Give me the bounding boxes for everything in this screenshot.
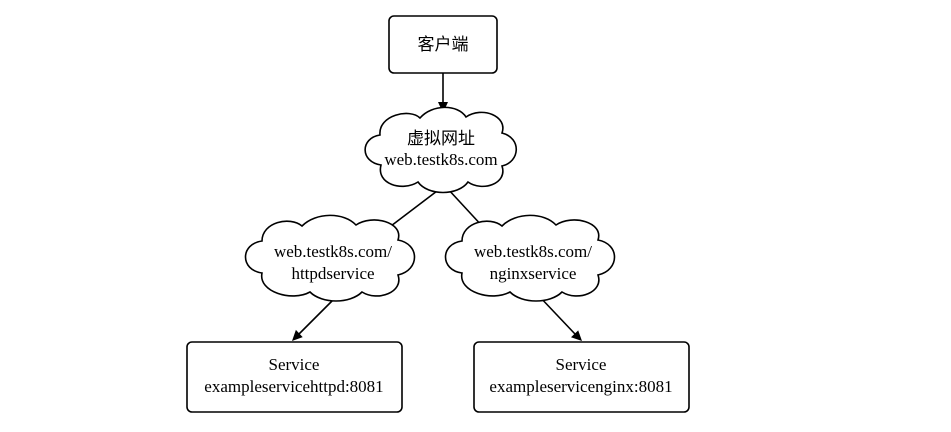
httpd-path-cloud: web.testk8s.com/ httpdservice [244,214,416,302]
nginx-path-cloud-shape [444,214,616,302]
nginx-service-node-line2: exampleservicenginx:8081 [489,377,672,396]
edge-virtual-host-to-httpd-path [386,187,442,230]
nginx-service-node: Service exampleservicenginx:8081 [473,341,690,413]
nginx-path-cloud-line1: web.testk8s.com/ [474,242,592,261]
edge-nginx-path-to-nginx-service [537,294,576,335]
httpd-service-node-line1: Service [269,355,320,374]
virtual-host-cloud-line1: 虚拟网址 [407,129,475,148]
httpd-path-cloud-line2: httpdservice [291,264,374,283]
virtual-host-cloud-line2: web.testk8s.com [384,150,497,169]
httpd-service-node-line2: exampleservicehttpd:8081 [204,377,383,396]
client-node-label: 客户端 [418,35,469,54]
virtual-host-cloud-shape [364,106,518,194]
nginx-service-node-box [473,341,690,413]
edge-virtual-host-to-nginx-path [446,187,485,229]
edge-nginx-path-to-nginx-service-arrowhead [571,330,582,341]
client-node: 客户端 [388,15,498,74]
httpd-service-node-box [186,341,403,413]
httpd-service-node: Service exampleservicehttpd:8081 [186,341,403,413]
httpd-path-cloud-shape [244,214,416,302]
nginx-path-cloud-line2: nginxservice [490,264,577,283]
edge-httpd-path-to-httpd-service-arrowhead [292,329,303,341]
client-node-box [388,15,498,74]
virtual-host-cloud: 虚拟网址 web.testk8s.com [364,106,518,194]
nginx-service-node-line1: Service [556,355,607,374]
nginx-path-cloud: web.testk8s.com/ nginxservice [444,214,616,302]
httpd-path-cloud-line1: web.testk8s.com/ [274,242,392,261]
